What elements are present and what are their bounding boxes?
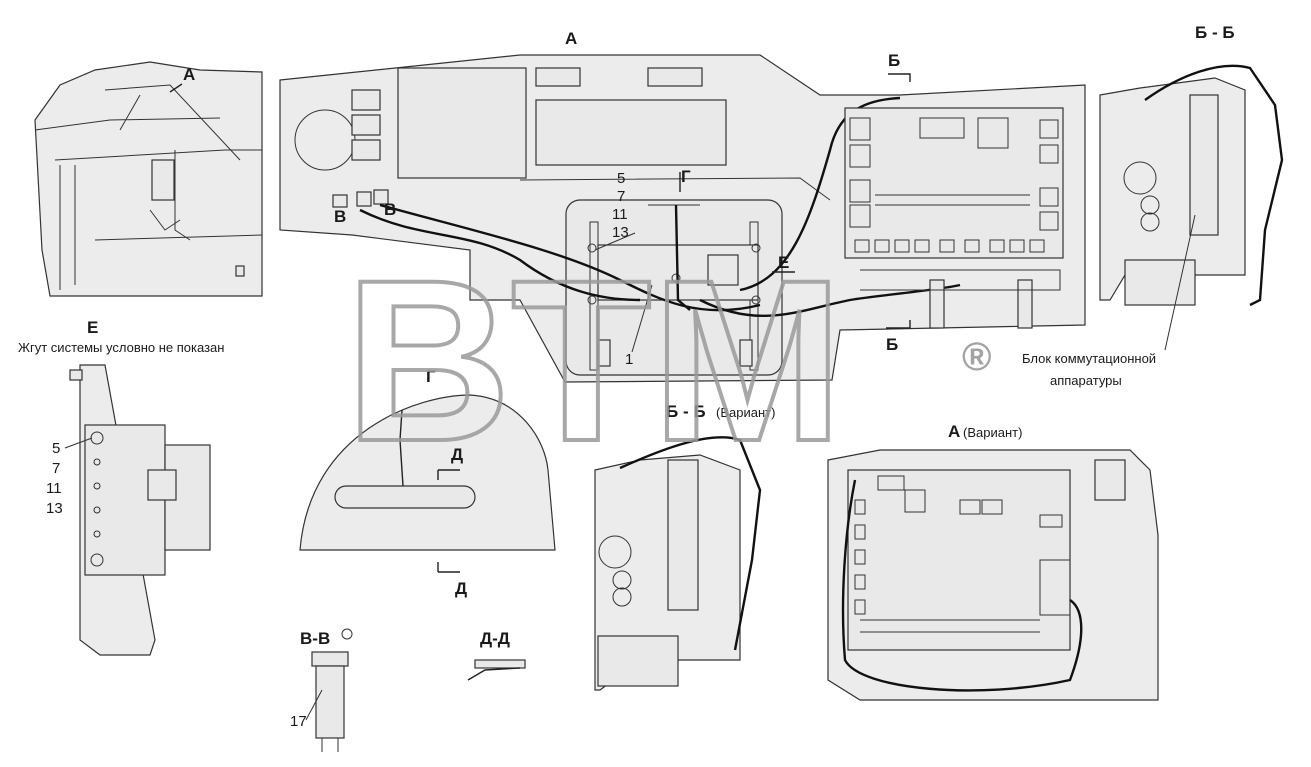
label-pos-13: 13 xyxy=(612,224,629,241)
label-block-line1: Блок коммутационной xyxy=(1022,351,1156,366)
label-section-bb-variant: Б - Б xyxy=(666,402,706,421)
label-v-left: В xyxy=(334,207,346,226)
label-pos-7: 7 xyxy=(617,188,625,205)
label-e-pos-5: 5 xyxy=(52,440,60,457)
label-d-top: Д xyxy=(451,445,463,464)
cut-line-b-bottom xyxy=(886,320,911,329)
harness-wire-1 xyxy=(359,208,641,302)
section-bb-variant-view xyxy=(594,454,741,691)
leader-pos-13 xyxy=(594,232,636,251)
view-e-bracket xyxy=(69,364,211,656)
leader-pos-17 xyxy=(305,689,323,721)
section-bb-wire xyxy=(1144,64,1284,307)
label-pos-17: 17 xyxy=(290,713,307,730)
label-harness-note: Жгут системы условно не показан xyxy=(18,340,224,355)
label-view-a-variant: А xyxy=(948,422,960,441)
label-view-a: А xyxy=(565,29,577,48)
label-block-line2: аппаратуры xyxy=(1050,373,1122,388)
label-v-right: В xyxy=(384,200,396,219)
label-e-pos-11: 11 xyxy=(46,480,62,497)
label-b-bottom: Б xyxy=(886,335,898,354)
section-bb-variant-wire xyxy=(619,436,762,651)
watermark-logo: BTM xyxy=(345,232,843,489)
label-pos-11: 11 xyxy=(612,206,628,223)
label-section-dd: Д-Д xyxy=(480,629,510,648)
label-section-vv: В-В xyxy=(300,629,330,648)
label-variant-bb: (Вариант) xyxy=(716,405,775,420)
section-vv-marker xyxy=(341,628,353,640)
cut-line-d-bottom xyxy=(437,562,460,573)
label-a-top-left: А xyxy=(183,65,195,84)
label-section-bb: Б - Б xyxy=(1195,23,1235,42)
view-g-panel xyxy=(299,394,556,551)
section-bb-view xyxy=(1099,77,1246,306)
label-e-pos-7: 7 xyxy=(52,460,60,477)
label-pos-5: 5 xyxy=(617,170,625,187)
harness-wire-2 xyxy=(379,203,761,312)
section-dd-part xyxy=(467,659,526,681)
switching-block xyxy=(844,107,1064,329)
cut-line-b-top xyxy=(888,73,911,82)
harness-wire-5 xyxy=(674,204,691,311)
arrow-a-top-left xyxy=(169,83,183,93)
leader-e-pos-5 xyxy=(64,437,93,449)
cab-side-view xyxy=(34,61,263,297)
registered-mark: ® xyxy=(962,335,991,379)
cut-line-d-top xyxy=(437,469,460,480)
leader-pos-1 xyxy=(631,284,653,353)
label-e-pos-13: 13 xyxy=(46,500,63,517)
label-b-top: Б xyxy=(888,51,900,70)
leader-block xyxy=(1164,214,1196,351)
label-g-arrow: Г xyxy=(681,167,691,186)
label-view-a-variant-suffix: (Вариант) xyxy=(963,425,1022,440)
view-a-variant xyxy=(827,449,1159,701)
label-e-arrow: Е xyxy=(778,253,789,272)
label-pos-1: 1 xyxy=(625,351,633,368)
label-view-g: Г xyxy=(426,367,436,386)
view-a-variant-wire xyxy=(841,479,1083,692)
section-vv-part xyxy=(311,651,349,752)
harness-wire-4 xyxy=(739,96,901,292)
label-view-e: Е xyxy=(87,318,98,337)
label-d-bottom: Д xyxy=(455,579,467,598)
